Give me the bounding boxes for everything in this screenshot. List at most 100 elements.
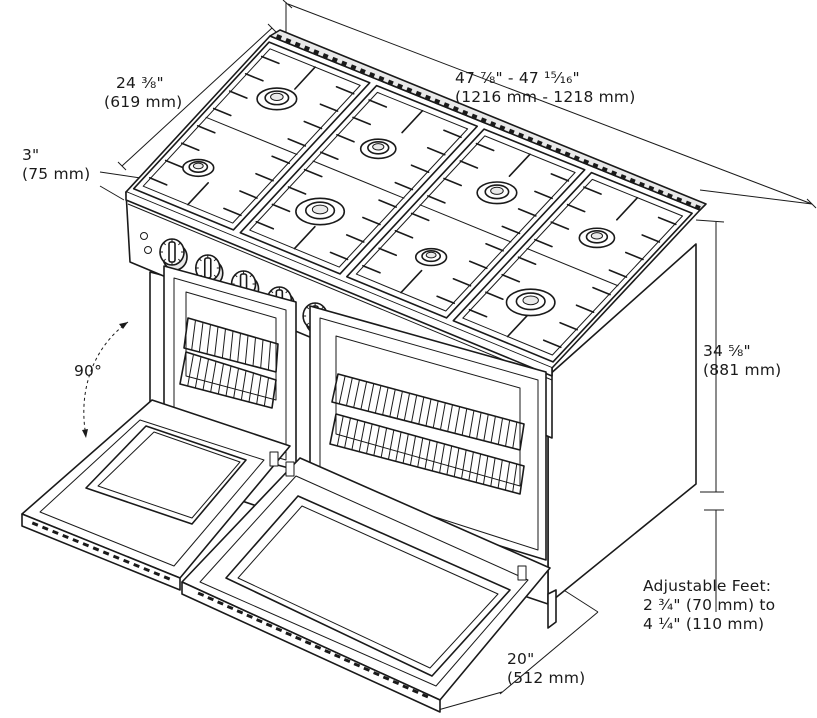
- grate-finger: [335, 86, 355, 95]
- indicator-light-left-2: [144, 246, 152, 254]
- vent-slot: [648, 185, 655, 192]
- backguard-vents: [275, 34, 701, 210]
- grate-finger: [575, 304, 595, 314]
- backguard-metric: (75 mm): [22, 165, 91, 183]
- rack-wire: [418, 396, 425, 425]
- door-depth-metric: (512 mm): [507, 669, 586, 687]
- vent-slot: [350, 64, 357, 71]
- height-label: 34 ⅝" (881 mm): [703, 342, 781, 380]
- width-metric: (1216 mm - 1218 mm): [455, 88, 636, 106]
- rack-wire: [389, 389, 396, 417]
- knob: [159, 238, 188, 271]
- rack-wire: [425, 398, 432, 427]
- grate-bar: [526, 247, 619, 287]
- grate: [239, 84, 479, 275]
- rack-wire: [210, 361, 217, 393]
- burner-center: [590, 232, 604, 240]
- vent-slot: [676, 196, 683, 203]
- grate-finger: [443, 177, 463, 187]
- rack-wire: [202, 358, 209, 391]
- hinge: [285, 461, 295, 477]
- vent-slot: [517, 132, 525, 139]
- rack-wire: [453, 447, 460, 477]
- burner: [295, 197, 346, 226]
- grate-finger: [287, 186, 307, 195]
- vent-slot: [443, 102, 450, 108]
- knob-tick: [285, 290, 289, 294]
- door-vent-slot: [275, 627, 283, 633]
- height-imperial: 34 ⅝": [703, 342, 751, 360]
- width-dim-line: [287, 3, 813, 205]
- rack-wire: [512, 463, 518, 493]
- grate-finger: [196, 125, 216, 134]
- grate-finger: [592, 286, 611, 296]
- grate-finger: [459, 160, 479, 169]
- grates: [132, 41, 693, 363]
- grate-bar: [294, 66, 316, 90]
- knob: [194, 254, 224, 287]
- backguard-label: 3" (75 mm): [22, 146, 90, 184]
- vent-slot: [378, 75, 385, 82]
- rack-wire: [411, 395, 418, 423]
- grate-finger: [255, 221, 275, 230]
- rack-wire: [476, 412, 482, 440]
- door-vent-slot: [236, 609, 244, 615]
- feet-line2: 2 ¾" (70 mm) to: [643, 596, 776, 614]
- feet-label: Adjustable Feet: 2 ¾" (70 mm) to 4 ¼" (1…: [643, 577, 775, 634]
- grate-bar: [187, 182, 209, 206]
- grate-finger: [550, 221, 570, 230]
- grate-finger: [485, 291, 504, 301]
- grate-finger: [394, 181, 414, 191]
- rack-wire: [417, 437, 424, 468]
- knob-grip: [203, 257, 212, 279]
- burner-center: [425, 251, 437, 259]
- vent-slot: [620, 174, 627, 180]
- vent-slot: [508, 128, 515, 135]
- burner-center: [522, 295, 539, 306]
- knob-tick: [234, 274, 238, 278]
- grate-finger: [550, 173, 570, 182]
- door-vent-slot: [31, 521, 39, 527]
- grate-finger: [426, 195, 446, 204]
- rack-wire: [344, 417, 351, 448]
- backguard-imperial: 3": [22, 146, 40, 164]
- rack-wire: [191, 320, 196, 351]
- rack-frame: [329, 413, 525, 495]
- rack-wire: [187, 354, 194, 387]
- knob-tick: [249, 274, 253, 278]
- door-vent-slot: [207, 596, 214, 602]
- rack-wire: [198, 322, 204, 353]
- grate-bar: [615, 196, 639, 221]
- grate-finger: [228, 90, 248, 99]
- grate-finger: [534, 238, 553, 248]
- door-vent-slot: [334, 653, 341, 659]
- rack-wire: [387, 429, 395, 460]
- grate-finger: [517, 256, 537, 266]
- grate-finger: [559, 321, 579, 331]
- grate-finger: [475, 142, 495, 152]
- grate-bar: [400, 269, 423, 294]
- rack-wire: [338, 375, 346, 404]
- grate-finger: [244, 73, 264, 82]
- grate-finger: [319, 103, 339, 112]
- grate-bar: [205, 116, 298, 156]
- rack-wire: [475, 453, 482, 483]
- grate-finger: [485, 243, 504, 252]
- vent-slot: [341, 60, 348, 67]
- grate-inner: [142, 48, 361, 224]
- grate-bar: [419, 204, 512, 243]
- rack-wire: [194, 356, 202, 389]
- rack-wire: [366, 423, 373, 454]
- rack-wire: [439, 443, 445, 473]
- rack-wire: [358, 421, 366, 452]
- grate-finger: [410, 212, 430, 222]
- door-vent-slot: [343, 657, 351, 663]
- feet-line3: 4 ¼" (110 mm): [643, 615, 765, 633]
- grate-finger: [336, 134, 355, 143]
- rack-wire: [380, 427, 388, 458]
- grate-bar: [506, 313, 530, 338]
- burner-center: [192, 162, 204, 170]
- height-metric: (881 mm): [703, 361, 782, 379]
- grate-finger: [566, 203, 586, 213]
- rack-wire: [431, 441, 438, 472]
